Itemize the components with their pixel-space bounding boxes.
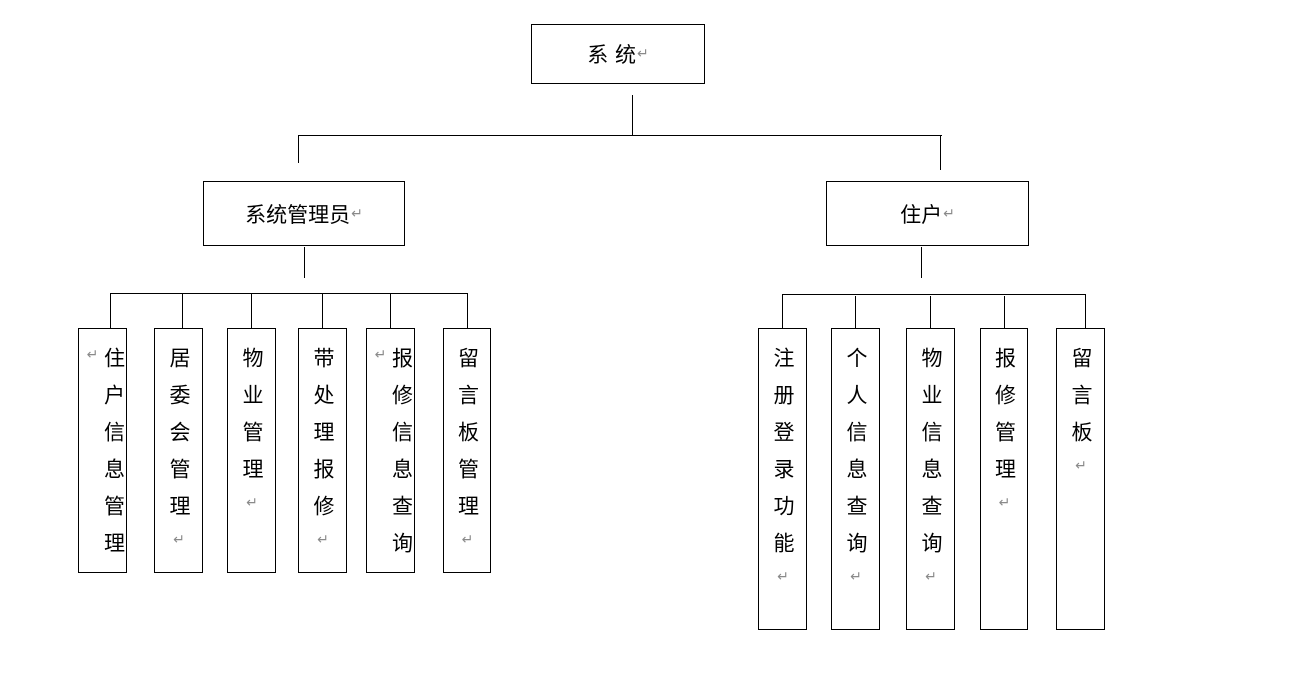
- admin-leg-2-line: [182, 293, 183, 328]
- admin-leg-5-line: [390, 293, 391, 328]
- paragraph-mark-icon: ↵: [636, 46, 649, 62]
- resident-leg-3-line: [930, 296, 931, 328]
- resident-leg-5-line: [1085, 294, 1086, 328]
- child-label: 带处理报修: [311, 347, 335, 532]
- resident-leg-1-line: [782, 300, 783, 328]
- root-node: 系 统↵: [531, 24, 705, 84]
- child-label: 报修信息查询: [389, 347, 414, 569]
- admin-label: 系统管理员: [245, 202, 351, 227]
- paragraph-mark-icon: ↵: [1073, 458, 1089, 474]
- resident-node: 住户↵: [826, 181, 1029, 246]
- paragraph-mark-icon: ↵: [923, 569, 939, 585]
- child-label: 注册登录功能: [771, 347, 795, 569]
- child-label: 物业信息查询: [919, 347, 943, 569]
- paragraph-mark-icon: ↵: [171, 532, 187, 548]
- resident-bus-tick-line: [782, 294, 783, 302]
- admin-drop-line: [298, 135, 299, 163]
- child-label: 居委会管理: [167, 347, 191, 532]
- admin-node: 系统管理员↵: [203, 181, 405, 246]
- admin-leg-3-line: [251, 293, 252, 328]
- child-label: 报修管理: [992, 347, 1017, 495]
- admin-child-committee-management: 居委会管理↵: [154, 328, 203, 573]
- resident-child-personal-info-query: 个人信息查询↵: [831, 328, 880, 630]
- child-label: 留言板: [1069, 347, 1093, 458]
- paragraph-mark-icon: ↵: [351, 205, 363, 222]
- child-label: 住户信息管理: [101, 347, 126, 569]
- paragraph-mark-icon: ↵: [244, 495, 260, 511]
- admin-bus-line: [110, 293, 468, 294]
- paragraph-mark-icon: ↵: [775, 569, 791, 585]
- admin-child-repair-info-query: 报修信息查询↵: [366, 328, 415, 573]
- admin-leg-1-line: [110, 293, 111, 328]
- resident-stem-line: [921, 247, 922, 278]
- child-label: 留言板管理: [455, 347, 480, 532]
- top-bus-line: [298, 135, 942, 136]
- admin-stem-line: [304, 247, 305, 278]
- resident-bus-line: [782, 294, 1086, 295]
- root-stem-line: [632, 95, 633, 136]
- admin-leg-4-line: [322, 293, 323, 328]
- resident-child-register-login: 注册登录功能↵: [758, 328, 807, 630]
- resident-child-message-board: 留言板↵: [1056, 328, 1105, 630]
- admin-leg-6-line: [467, 293, 468, 328]
- root-label: 系 统: [587, 43, 636, 67]
- paragraph-mark-icon: ↵: [459, 532, 476, 548]
- resident-leg-4-line: [1004, 296, 1005, 328]
- paragraph-mark-icon: ↵: [315, 532, 331, 548]
- admin-child-property-management: 物业管理↵: [227, 328, 276, 573]
- admin-child-message-board-management: 留言板管理↵: [443, 328, 491, 573]
- paragraph-mark-icon: ↵: [996, 495, 1013, 511]
- paragraph-mark-icon: ↵: [372, 347, 389, 363]
- child-label: 物业管理: [240, 347, 264, 495]
- resident-drop-line: [940, 135, 941, 170]
- admin-child-resident-info-management: 住户信息管理↵: [78, 328, 127, 573]
- resident-child-property-info-query: 物业信息查询↵: [906, 328, 955, 630]
- paragraph-mark-icon: ↵: [943, 205, 955, 222]
- resident-label: 住户: [900, 202, 943, 227]
- paragraph-mark-icon: ↵: [848, 569, 864, 585]
- resident-leg-2-line: [855, 296, 856, 328]
- child-label: 个人信息查询: [844, 347, 868, 569]
- paragraph-mark-icon: ↵: [84, 347, 101, 363]
- resident-child-repair-management: 报修管理↵: [980, 328, 1028, 630]
- admin-child-pending-repairs: 带处理报修↵: [298, 328, 347, 573]
